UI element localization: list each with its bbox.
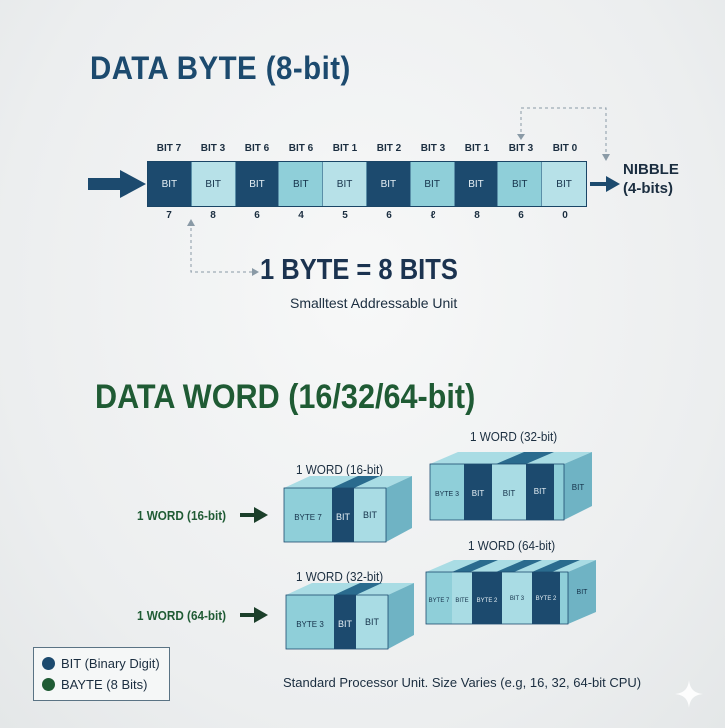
block-face: BIT [363, 510, 378, 520]
block-face: BIT [472, 489, 485, 498]
word-block-16bit: BYTE 7 BIT BIT [283, 476, 412, 543]
bit-label: BIT 1 [332, 143, 358, 154]
bit-cell: BIT [498, 162, 543, 206]
block-face: BIT [365, 617, 380, 627]
side-label: 1 WORD (64-bit) [137, 608, 227, 623]
bit-label: BIT 3 [508, 143, 534, 154]
word-section-title: DATA WORD (16/32/64-bit) [95, 378, 476, 416]
block-face: BIT [577, 589, 589, 596]
byte-equation: 1 BYTE = 8 BITS [260, 254, 458, 286]
bit-cell: BIT [366, 162, 411, 206]
bit-number: 4 [298, 210, 304, 221]
dashed-connectors [187, 107, 610, 276]
bit-label: BIT 1 [464, 143, 490, 154]
input-arrow-icon [88, 170, 146, 198]
block-face: BIT [336, 512, 351, 522]
bit-label: BIT 7 [156, 143, 182, 154]
block-face: BIT [338, 619, 353, 629]
block-face: BYTE 3 [296, 620, 324, 629]
side-label: 1 WORD (16-bit) [137, 508, 227, 523]
bit-cell: BIT [454, 162, 499, 206]
block-title: 1 WORD (64-bit) [468, 538, 556, 553]
block-face: BYTE 7 [429, 598, 450, 604]
block-title: 1 WORD (16-bit) [296, 462, 384, 477]
block-face: BYTE 2 [477, 598, 498, 604]
byte-section-title: DATA BYTE (8-bit) [90, 50, 351, 86]
bit-label: BIT 2 [376, 143, 402, 154]
legend-item-byte: BAYTE (8 Bits) [42, 674, 161, 695]
footer-note: Standard Processor Unit. Size Varies (e.… [283, 675, 642, 690]
bit-label: BIT 6 [244, 143, 270, 154]
side-arrow-icon [240, 507, 268, 523]
bit-cell: BIT [191, 162, 236, 206]
bit-number: 6 [386, 210, 392, 221]
block-face: BYTE 3 [435, 491, 459, 498]
block-title: 1 WORD (32-bit) [296, 569, 384, 584]
word-block-64bit: BYTE 7 BITE BYTE 2 BIT 3 BYTE 2 BIT [425, 560, 596, 625]
bit-cell: BIT [410, 162, 455, 206]
block-face: BYTE 7 [294, 513, 322, 522]
bit-number: 7 [166, 210, 172, 221]
bit-label: BIT 3 [420, 143, 446, 154]
bit-cell: BIT [148, 162, 192, 206]
navy-dot-icon [42, 657, 55, 670]
bit-label: BIT 0 [552, 143, 578, 154]
green-dot-icon [42, 678, 55, 691]
bit-label: BIT 3 [200, 143, 226, 154]
bit-cell: BIT [542, 162, 586, 206]
legend: BIT (Binary Digit) BAYTE (8 Bits) [33, 647, 170, 701]
block-face: BITE [455, 598, 468, 604]
nibble-label: NIBBLE (4-bits) [623, 161, 679, 197]
word-block-32bit-top: BYTE 3 BIT BIT BIT BIT [429, 452, 592, 521]
bit-number: 6 [254, 210, 260, 221]
side-arrow-icon [240, 607, 268, 623]
bit-number: 8 [474, 210, 480, 221]
bit-number: 6 [518, 210, 524, 221]
bit-number: 5 [342, 210, 348, 221]
word-block-32bit-bottom: BYTE 3 BIT BIT [285, 583, 414, 650]
bit-label: BIT 6 [288, 143, 314, 154]
bit-cell: BIT [235, 162, 280, 206]
bit-number: ℓ [430, 210, 436, 221]
bit-cell: BIT [323, 162, 367, 206]
block-face: BYTE 2 [536, 596, 557, 602]
block-title: 1 WORD (32-bit) [470, 429, 558, 444]
byte-subtitle: Smalltest Addressable Unit [290, 295, 458, 311]
bit-number: 0 [562, 210, 568, 221]
legend-item-bit: BIT (Binary Digit) [42, 653, 161, 674]
bit-number: 8 [210, 210, 216, 221]
block-face: BIT [534, 487, 547, 496]
block-face: BIT 3 [510, 596, 525, 602]
sparkle-icon [675, 680, 703, 708]
output-arrow-icon [590, 176, 620, 192]
byte-cell-row: BIT BIT BIT BIT BIT BIT BIT BIT BIT BIT [147, 161, 587, 207]
bit-cell: BIT [279, 162, 324, 206]
block-face: BIT [572, 483, 585, 492]
block-face: BIT [503, 489, 516, 498]
